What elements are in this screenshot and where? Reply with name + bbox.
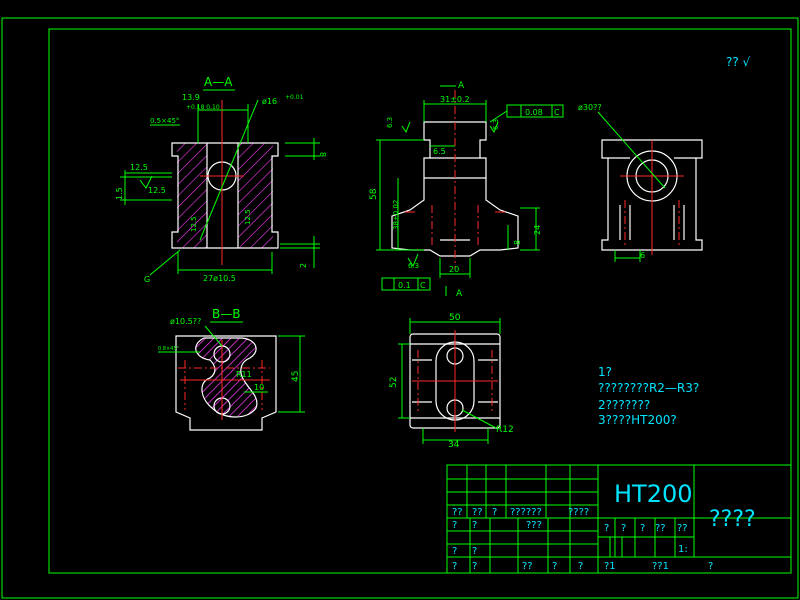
front-dim-20: 20	[449, 265, 459, 274]
front-par-ref: C	[420, 281, 426, 290]
tb-right-a-1: ?	[621, 523, 626, 534]
tb-sheet-right: ?	[708, 561, 713, 572]
side-view: ø30?? 6	[578, 103, 703, 262]
note-2: ????????R2—R3?	[598, 381, 699, 395]
section-bb-view: B—B ø10.5?? 0.8×45° R11 10 45	[158, 307, 305, 431]
drawing-name: ????	[709, 507, 756, 532]
front-dim-65: 6.5	[433, 147, 446, 156]
side-dim-hole: ø30??	[578, 103, 602, 112]
tb-row-a-1: ??	[472, 507, 483, 518]
tb-row-a-0: ??	[452, 507, 463, 518]
tb-right-a-0: ?	[604, 523, 609, 534]
tb-row-d-0: ?	[452, 561, 457, 572]
top-dim-52: 52	[389, 377, 399, 388]
technical-notes: 1? ????????R2—R3? 2??????? 3????HT200?	[598, 365, 699, 427]
section-aa-title: A—A	[204, 75, 233, 89]
top-view: 50 52 34 R12	[389, 313, 514, 450]
bb-dim-45: 45	[291, 371, 301, 382]
tb-right-a-3: ??	[655, 523, 666, 534]
front-dim-8: 8	[513, 240, 522, 245]
front-dim-top: 31±0.2	[440, 95, 470, 104]
aa-dim-2: 2	[299, 263, 308, 268]
note-1: 1?	[598, 365, 612, 379]
tb-row-b-0: ?	[452, 520, 457, 531]
material-label: HT200	[614, 480, 693, 508]
top-dim-r12: R12	[496, 425, 514, 435]
tb-row-d-3: ?	[552, 561, 557, 572]
front-dim-24: 24	[533, 225, 542, 235]
tb-right-a-4: ??	[677, 523, 688, 534]
aa-dim-g: G	[144, 275, 150, 284]
bb-dim-r: R11	[236, 370, 252, 379]
front-par-val: 0.1	[398, 281, 411, 290]
aa-dim-bottom: 27ø10.5	[203, 274, 236, 283]
tb-sheet-mid: ??1	[652, 561, 669, 572]
tb-sheet-left: ?1	[604, 561, 616, 572]
front-arrow-a: A	[458, 81, 465, 91]
note-3: 2???????	[598, 398, 650, 412]
outer-border	[1, 17, 799, 599]
tb-row-d-1: ?	[472, 561, 477, 572]
tb-row-c-1: ?	[472, 546, 477, 557]
aa-dim-left-num: 1.5	[115, 187, 124, 200]
tb-row-b-2: ???	[526, 520, 542, 531]
aa-dim-mid-rough2: 12.5	[244, 209, 252, 225]
side-dim-6: 6	[640, 251, 645, 260]
aa-dim-8: 8	[318, 152, 327, 157]
front-dim-38: 38±0.02	[392, 200, 400, 230]
tb-row-a-3: ??????	[510, 507, 542, 518]
aa-dim-hole: ø16	[262, 97, 277, 106]
front-tol-ref: C	[554, 108, 560, 117]
bb-dim-small: 0.8×45°	[158, 346, 180, 352]
aa-dim-hole-tol: +0.01	[285, 94, 304, 101]
aa-dim-top: 13.9	[182, 93, 200, 102]
finish-mark: ?? √	[726, 55, 751, 69]
tb-row-d-4: ?	[578, 561, 583, 572]
aa-dim-left-rough: 12.5	[130, 163, 148, 172]
front-tol-frame: 0.08	[525, 108, 543, 117]
tb-row-b-1: ?	[472, 520, 477, 531]
tb-scale: 1:	[678, 544, 688, 555]
section-aa-view: A—A 13.9 +0.18 0.10 ø16 +0.01 0.5×45°	[115, 75, 327, 284]
front-view: 31±0.2 A 0.08 C 6.3 6.3 6.5 58 38±0.02 2…	[369, 81, 564, 299]
bb-dim-hole: ø10.5??	[170, 317, 201, 326]
tb-row-a-4: ????	[568, 507, 589, 518]
aa-dim-left-rough2: 12.5	[148, 186, 166, 195]
top-dim-50: 50	[449, 313, 461, 323]
tb-row-d-2: ??	[522, 561, 533, 572]
tb-row-c-0: ?	[452, 546, 457, 557]
front-rough-r: 6.3	[492, 119, 500, 130]
front-arrow-a2: A	[456, 289, 463, 299]
title-block: HT200 ???? ?? ?? ? ?????? ???? ? ? ??? ?…	[446, 464, 792, 574]
bb-dim-10: 10	[254, 383, 264, 392]
top-dim-34: 34	[448, 440, 460, 450]
aa-dim-top-tol: +0.18 0.10	[186, 104, 220, 111]
aa-dim-mid-rough: 12.5	[190, 216, 198, 232]
tb-row-a-2: ?	[492, 507, 497, 518]
section-bb-title: B—B	[212, 307, 240, 321]
front-rough-l: 6.3	[386, 117, 394, 128]
inner-border	[48, 28, 792, 574]
front-dim-58: 58	[369, 188, 379, 200]
note-4: 3????HT200?	[598, 413, 677, 427]
tb-right-a-2: ?	[640, 523, 645, 534]
front-dim-63: 6.3	[408, 262, 419, 270]
aa-dim-chamfer: 0.5×45°	[150, 117, 179, 125]
